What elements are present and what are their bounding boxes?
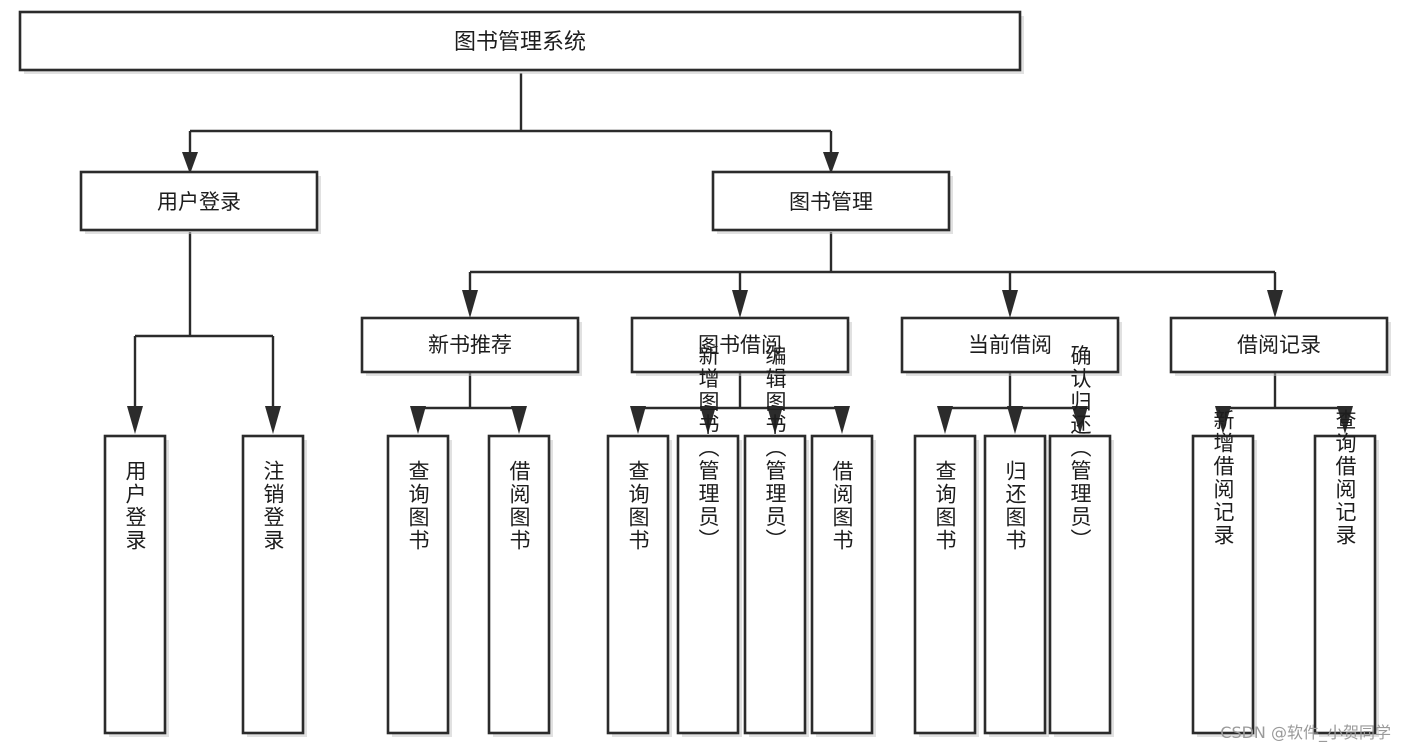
node-leaf-query-book-3-box[interactable] [913, 434, 977, 735]
node-leaf-borrow-book-1-box[interactable] [487, 434, 551, 735]
arrowhead-new-book-recommend [462, 290, 478, 318]
node-leaf-user-login-label: 用户登录 [123, 460, 147, 552]
node-borrow-record-label: 借阅记录 [1237, 333, 1321, 357]
node-leaf-query-book-1-box[interactable] [386, 434, 450, 735]
node-leaf-query-record-box[interactable] [1313, 434, 1377, 735]
node-leaf-edit-book[interactable]: 编辑图书（管理员） [743, 345, 809, 738]
node-leaf-query-book-1[interactable]: 查询图书 [386, 434, 452, 737]
node-leaf-query-record[interactable]: 查询借阅记录 [1313, 409, 1379, 737]
node-leaf-return-book[interactable]: 归还图书 [983, 434, 1049, 737]
arrowhead-leaf-borrow-book-2 [834, 406, 850, 434]
node-current-borrow-box[interactable] [900, 316, 1120, 374]
node-leaf-logout-login-label: 注销登录 [261, 460, 285, 552]
node-leaf-confirm-return[interactable]: 确认归还（管理员） [1048, 345, 1114, 738]
node-book-borrow-label: 图书借阅 [698, 333, 782, 357]
node-new-book-recommend-box[interactable] [360, 316, 580, 374]
arrowhead-leaf-query-book-3 [937, 406, 953, 434]
node-book-management-label: 图书管理 [789, 190, 873, 214]
node-leaf-add-book-label: 新增图书（管理员） [696, 345, 720, 552]
arrowhead-leaf-query-book-1 [410, 406, 426, 434]
node-leaf-user-login[interactable]: 用户登录 [103, 434, 169, 737]
arrowhead-leaf-query-record [1337, 406, 1353, 434]
node-leaf-query-book-3-label: 查询图书 [933, 460, 957, 552]
arrowhead-leaf-add-book [700, 406, 716, 434]
node-borrow-record[interactable]: 借阅记录 [1169, 316, 1391, 376]
node-book-management[interactable]: 图书管理 [711, 170, 953, 234]
arrowhead-leaf-return-book [1007, 406, 1023, 434]
node-root[interactable]: 图书管理系统 [18, 10, 1024, 74]
node-book-borrow[interactable]: 图书借阅 [630, 316, 852, 376]
node-book-management-box[interactable] [711, 170, 951, 232]
arrowhead-current-borrow [1002, 290, 1018, 318]
node-user-login[interactable]: 用户登录 [79, 170, 321, 234]
arrowhead-user-login [182, 152, 198, 174]
arrowhead-leaf-confirm-return [1072, 406, 1088, 434]
arrowhead-leaf-user-login [127, 406, 143, 434]
node-leaf-return-book-box[interactable] [983, 434, 1047, 735]
node-leaf-query-book-2[interactable]: 查询图书 [606, 434, 672, 737]
node-current-borrow-label: 当前借阅 [968, 333, 1052, 357]
arrowhead-leaf-add-record [1215, 406, 1231, 434]
node-leaf-borrow-book-1[interactable]: 借阅图书 [487, 434, 553, 737]
arrowhead-leaf-edit-book [767, 406, 783, 434]
node-leaf-query-book-2-box[interactable] [606, 434, 670, 735]
node-leaf-query-record-label: 查询借阅记录 [1333, 409, 1357, 547]
node-leaf-logout-login-box[interactable] [241, 434, 305, 735]
node-leaf-add-record[interactable]: 新增借阅记录 [1191, 409, 1257, 737]
node-leaf-user-login-box[interactable] [103, 434, 167, 735]
node-leaf-confirm-return-box[interactable] [1048, 434, 1112, 735]
node-borrow-record-box[interactable] [1169, 316, 1389, 374]
arrowhead-book-borrow [732, 290, 748, 318]
node-leaf-logout-login[interactable]: 注销登录 [241, 434, 307, 737]
arrowhead-book-management [823, 152, 839, 174]
arrowhead-leaf-query-book-2 [630, 406, 646, 434]
node-leaf-query-book-2-label: 查询图书 [626, 460, 650, 552]
node-leaf-add-book[interactable]: 新增图书（管理员） [676, 345, 742, 738]
node-leaf-borrow-book-2-box[interactable] [810, 434, 874, 735]
node-leaf-edit-book-label: 编辑图书（管理员） [763, 345, 787, 552]
node-leaf-add-record-box[interactable] [1191, 434, 1255, 735]
arrowhead-leaf-logout-login [265, 406, 281, 434]
node-leaf-borrow-book-2-label: 借阅图书 [830, 460, 854, 552]
node-new-book-recommend-label: 新书推荐 [428, 333, 512, 357]
node-leaf-borrow-book-2[interactable]: 借阅图书 [810, 434, 876, 737]
node-leaf-query-book-1-label: 查询图书 [406, 460, 430, 552]
node-leaf-borrow-book-1-label: 借阅图书 [507, 460, 531, 552]
node-book-borrow-box[interactable] [630, 316, 850, 374]
arrowhead-leaf-borrow-book-1 [511, 406, 527, 434]
node-leaf-confirm-return-label: 确认归还（管理员） [1068, 345, 1092, 552]
node-leaf-return-book-label: 归还图书 [1003, 460, 1027, 552]
arrowhead-borrow-record [1267, 290, 1283, 318]
node-new-book-recommend[interactable]: 新书推荐 [360, 316, 582, 376]
node-leaf-add-book-box[interactable] [676, 434, 740, 735]
node-leaf-query-book-3[interactable]: 查询图书 [913, 434, 979, 737]
connector-layer [127, 73, 1353, 434]
node-current-borrow[interactable]: 当前借阅 [900, 316, 1122, 376]
node-leaf-add-record-label: 新增借阅记录 [1211, 409, 1235, 547]
node-user-login-label: 用户登录 [157, 190, 241, 214]
node-leaf-edit-book-box[interactable] [743, 434, 807, 735]
node-root-label: 图书管理系统 [454, 30, 586, 55]
node-user-login-box[interactable] [79, 170, 319, 232]
node-root-box[interactable] [18, 10, 1022, 72]
